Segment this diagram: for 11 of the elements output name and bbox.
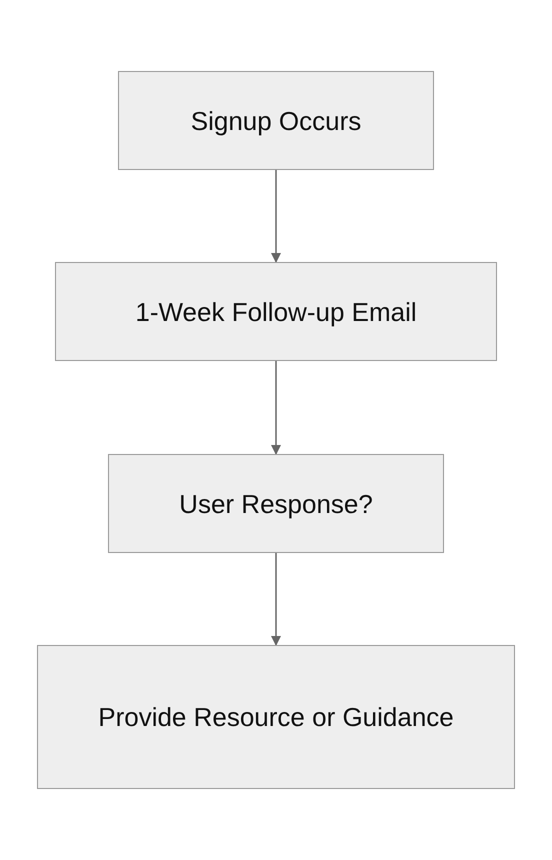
process-box bbox=[37, 645, 515, 789]
arrow bbox=[271, 170, 281, 263]
box-label: User Response? bbox=[179, 488, 373, 520]
process-box bbox=[55, 262, 497, 361]
arrow bbox=[271, 553, 281, 646]
process-box bbox=[118, 71, 434, 170]
arrow bbox=[271, 361, 281, 455]
box-label: Provide Resource or Guidance bbox=[98, 701, 454, 734]
process-box bbox=[108, 454, 444, 553]
box-label: 1-Week Follow-up Email bbox=[135, 296, 417, 328]
box-label: Signup Occurs bbox=[190, 104, 362, 138]
